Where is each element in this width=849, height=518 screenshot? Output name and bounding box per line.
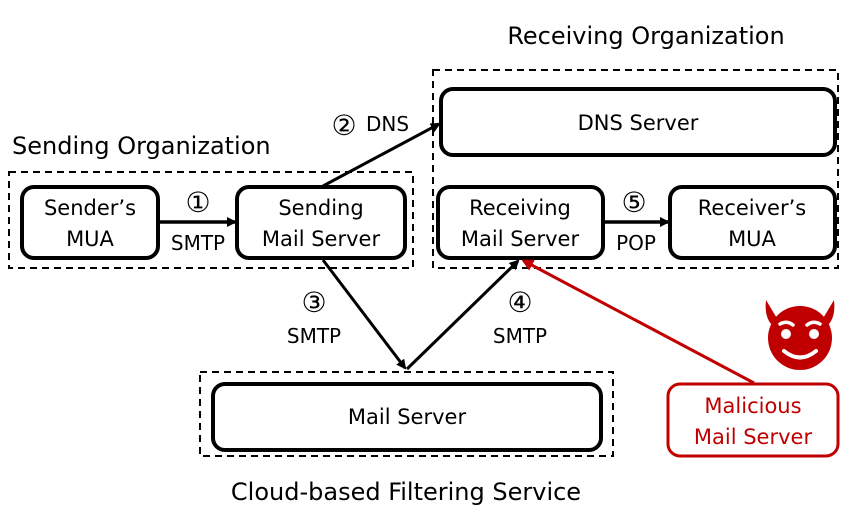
step3-protocol: SMTP bbox=[287, 324, 341, 348]
dns-server-label: DNS Server bbox=[578, 111, 699, 135]
step2-number: ② bbox=[331, 109, 356, 142]
step5-protocol: POP bbox=[616, 231, 656, 255]
receiving-mail-server-node: Receiving Mail Server bbox=[436, 185, 605, 260]
step5-number: ⑤ bbox=[621, 186, 646, 219]
malicious-mail-server-label-1: Malicious bbox=[704, 394, 801, 418]
step1-protocol: SMTP bbox=[171, 231, 225, 255]
step2-protocol: DNS bbox=[366, 112, 409, 136]
edge-step3 bbox=[321, 259, 407, 370]
sending-mail-server-label-1: Sending bbox=[278, 196, 363, 220]
edge-malicious bbox=[521, 259, 755, 385]
sending-mail-server-node: Sending Mail Server bbox=[235, 185, 407, 260]
receiving-organization-title: Receiving Organization bbox=[507, 22, 784, 50]
receiving-mail-server-label-2: Mail Server bbox=[461, 227, 580, 251]
cloud-mail-server-node: Mail Server bbox=[211, 382, 603, 452]
senders-mua-label-2: MUA bbox=[66, 227, 114, 251]
step4-number: ④ bbox=[507, 286, 532, 319]
receiving-organization-group bbox=[432, 69, 839, 269]
sending-organization-group bbox=[8, 171, 414, 269]
senders-mua-label-1: Sender’s bbox=[44, 196, 136, 220]
sending-mail-server-label-2: Mail Server bbox=[262, 227, 381, 251]
malicious-mail-server-node: Malicious Mail Server bbox=[666, 382, 840, 458]
receivers-mua-label-1: Receiver’s bbox=[698, 196, 806, 220]
cloud-filtering-title: Cloud-based Filtering Service bbox=[231, 478, 581, 506]
receivers-mua-node: Receiver’s MUA bbox=[668, 185, 837, 260]
malicious-mail-server-label-2: Mail Server bbox=[694, 425, 813, 449]
cloud-mail-server-label: Mail Server bbox=[348, 405, 467, 429]
receiving-mail-server-label-1: Receiving bbox=[469, 196, 571, 220]
step4-protocol: SMTP bbox=[493, 324, 547, 348]
edge-step4 bbox=[405, 259, 520, 371]
edge-step2 bbox=[322, 122, 441, 188]
sending-organization-title: Sending Organization bbox=[12, 132, 271, 160]
step1-number: ① bbox=[185, 186, 210, 219]
dns-server-node: DNS Server bbox=[439, 87, 837, 157]
devil-face-icon bbox=[765, 300, 835, 370]
senders-mua-node: Sender’s MUA bbox=[20, 185, 160, 260]
step3-number: ③ bbox=[301, 286, 326, 319]
cloud-filtering-group bbox=[199, 371, 614, 457]
receivers-mua-label-2: MUA bbox=[728, 227, 776, 251]
